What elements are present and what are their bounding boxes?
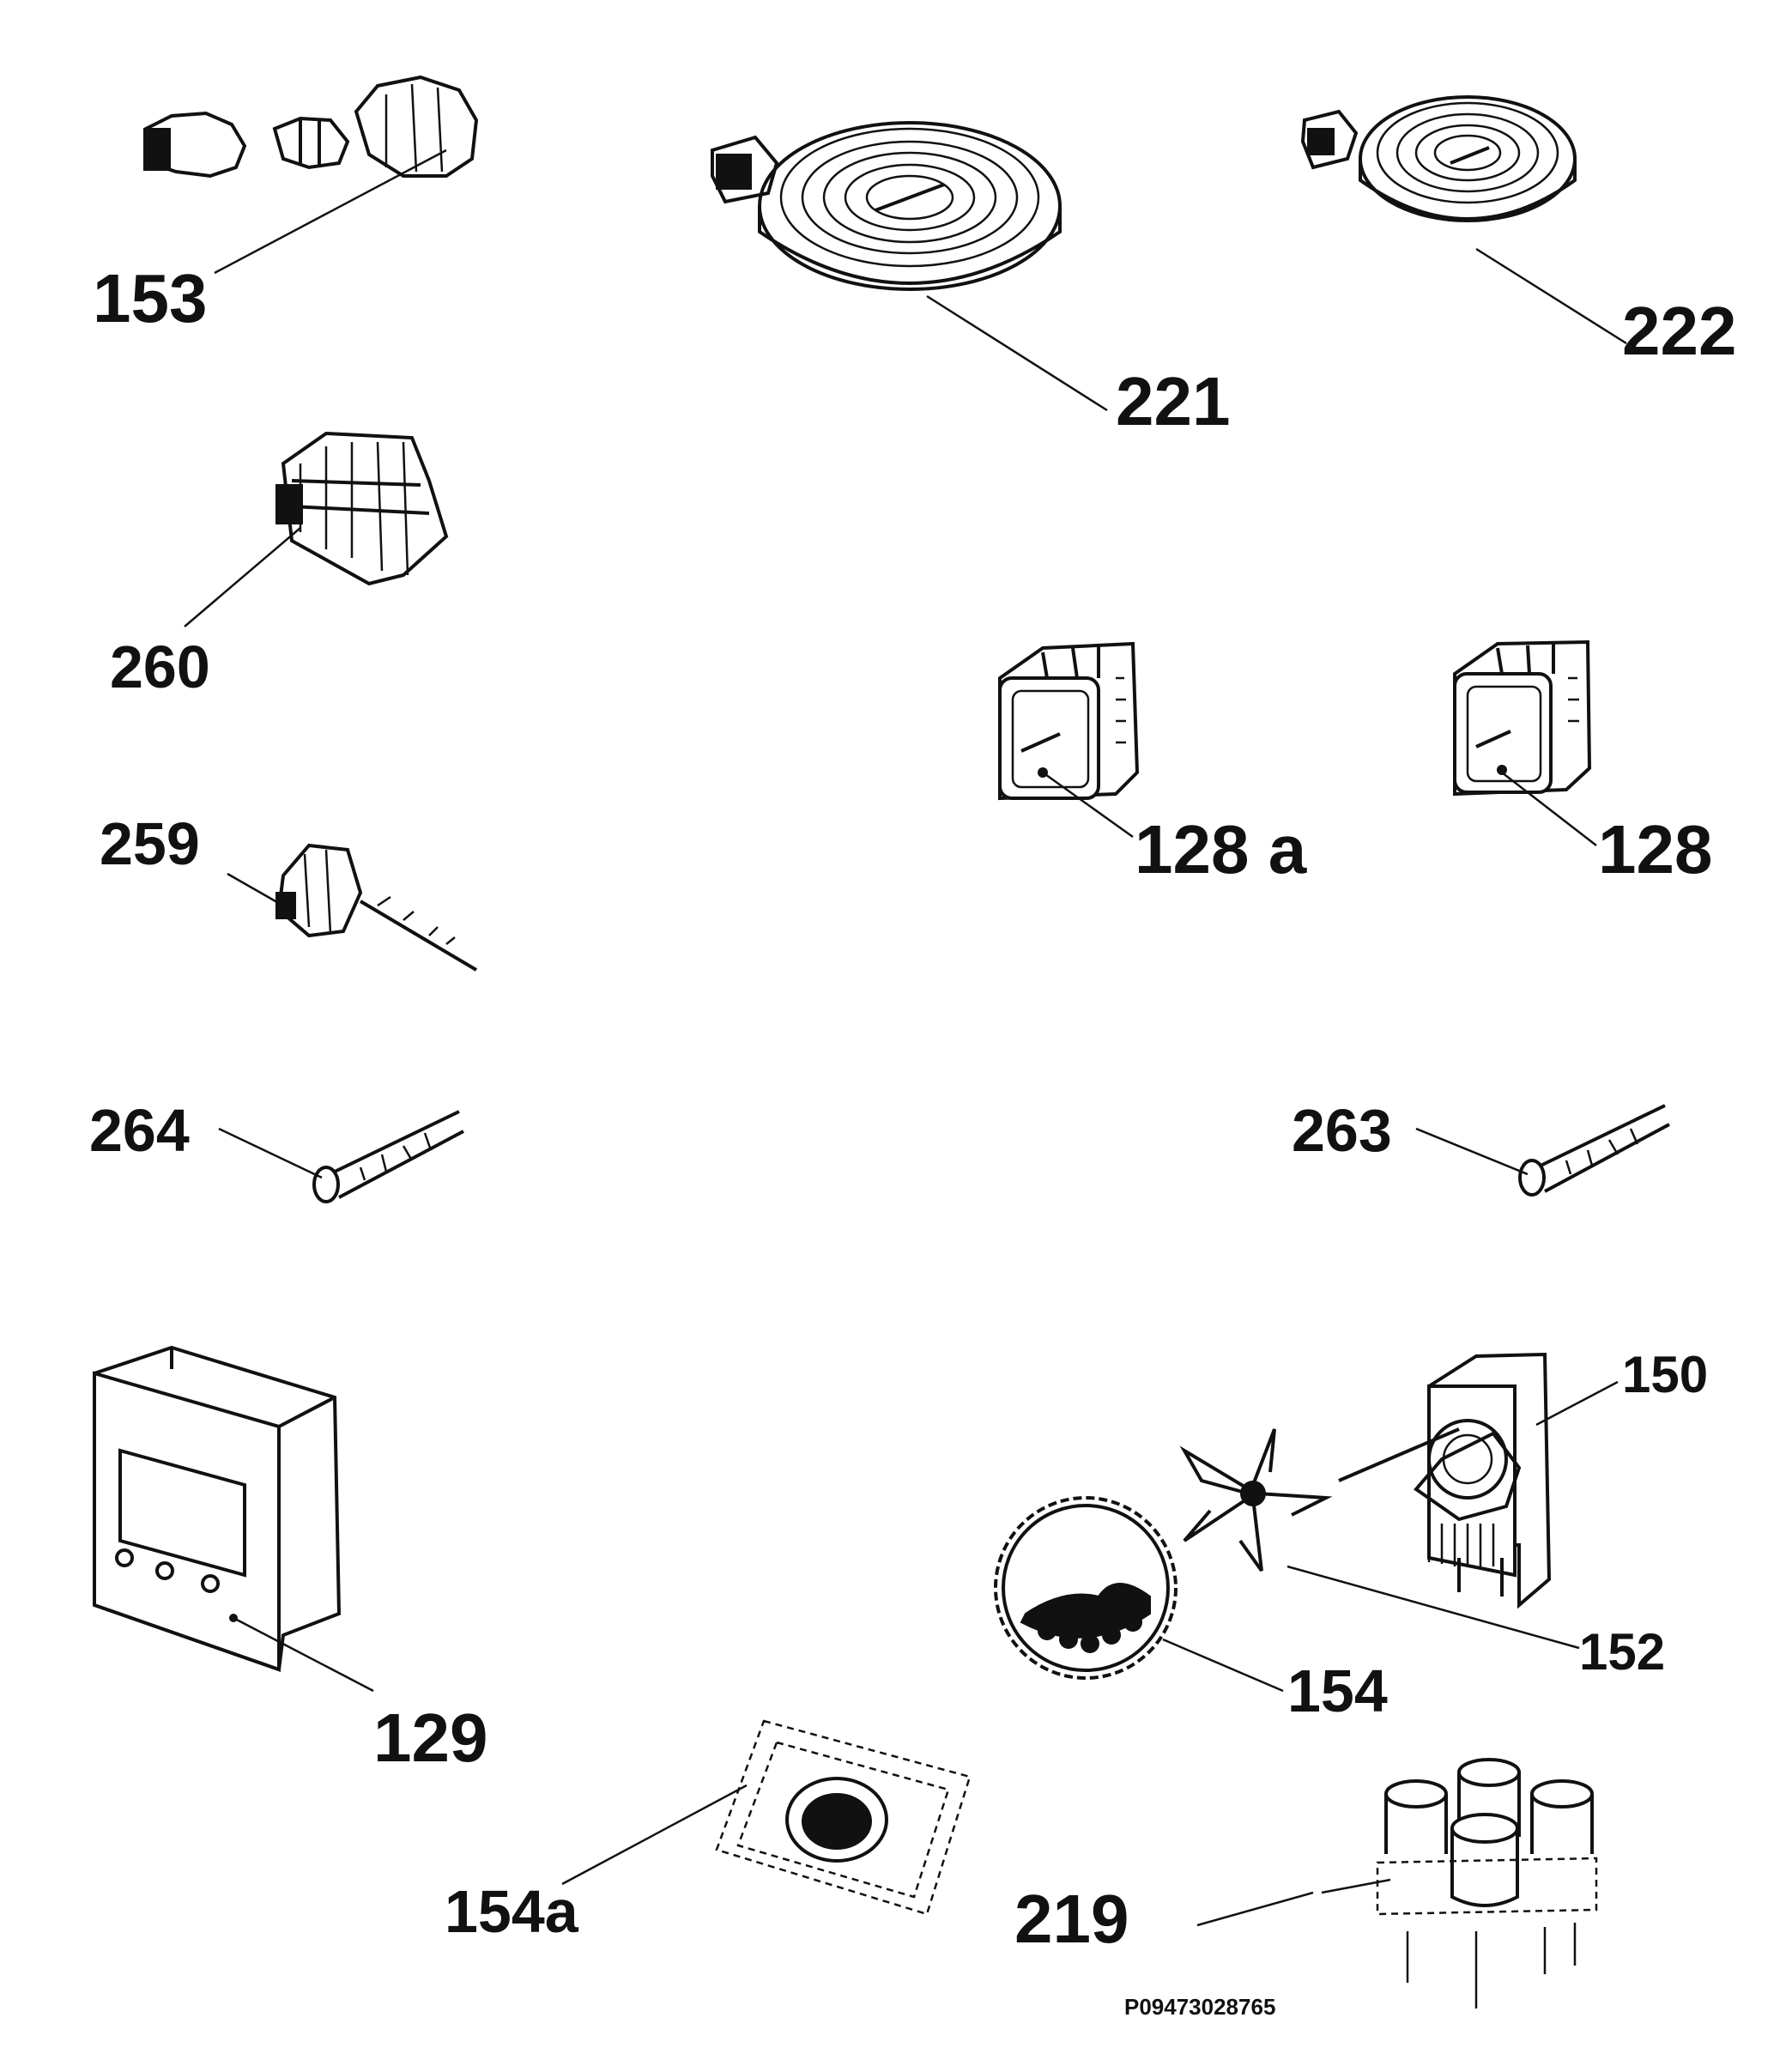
label-260: 260 [110, 633, 210, 700]
label-219: 219 [1014, 1881, 1129, 1957]
part-153-oven-lamp [143, 75, 479, 275]
label-154a: 154a [445, 1878, 578, 1945]
label-128a: 128 a [1135, 811, 1307, 888]
part-263-sensor [1415, 1104, 1670, 1197]
label-154: 154 [1287, 1657, 1388, 1724]
part-128a-energy-regulator [998, 641, 1140, 839]
part-128-energy-regulator [1453, 639, 1597, 846]
part-219-terminal-block [1196, 1758, 1598, 2008]
part-129-electronic-timer [93, 1345, 374, 1693]
part-222-hotplate-small [1300, 95, 1627, 345]
label-259: 259 [100, 810, 200, 877]
diagram-reference-code: P09473028765 [1124, 1994, 1276, 2020]
part-221-hotplate-large [711, 121, 1108, 412]
part-260-selector-switch [184, 431, 449, 627]
part-152-fan-wheel [1179, 1428, 1580, 1650]
label-221: 221 [1116, 363, 1231, 439]
label-264: 264 [89, 1097, 190, 1164]
label-150: 150 [1622, 1346, 1709, 1403]
label-263: 263 [1292, 1097, 1392, 1164]
label-222: 222 [1622, 293, 1737, 369]
part-264-sensor [218, 1110, 464, 1203]
label-153: 153 [93, 260, 208, 336]
part-150-fan-motor [1338, 1352, 1619, 1609]
label-152: 152 [1579, 1623, 1666, 1681]
part-154a-filter-kit [561, 1719, 972, 1916]
label-128: 128 [1598, 811, 1713, 888]
label-129: 129 [373, 1700, 488, 1776]
part-259-switch-with-shaft [227, 843, 478, 972]
part-154-grease-filter [994, 1496, 1284, 1693]
